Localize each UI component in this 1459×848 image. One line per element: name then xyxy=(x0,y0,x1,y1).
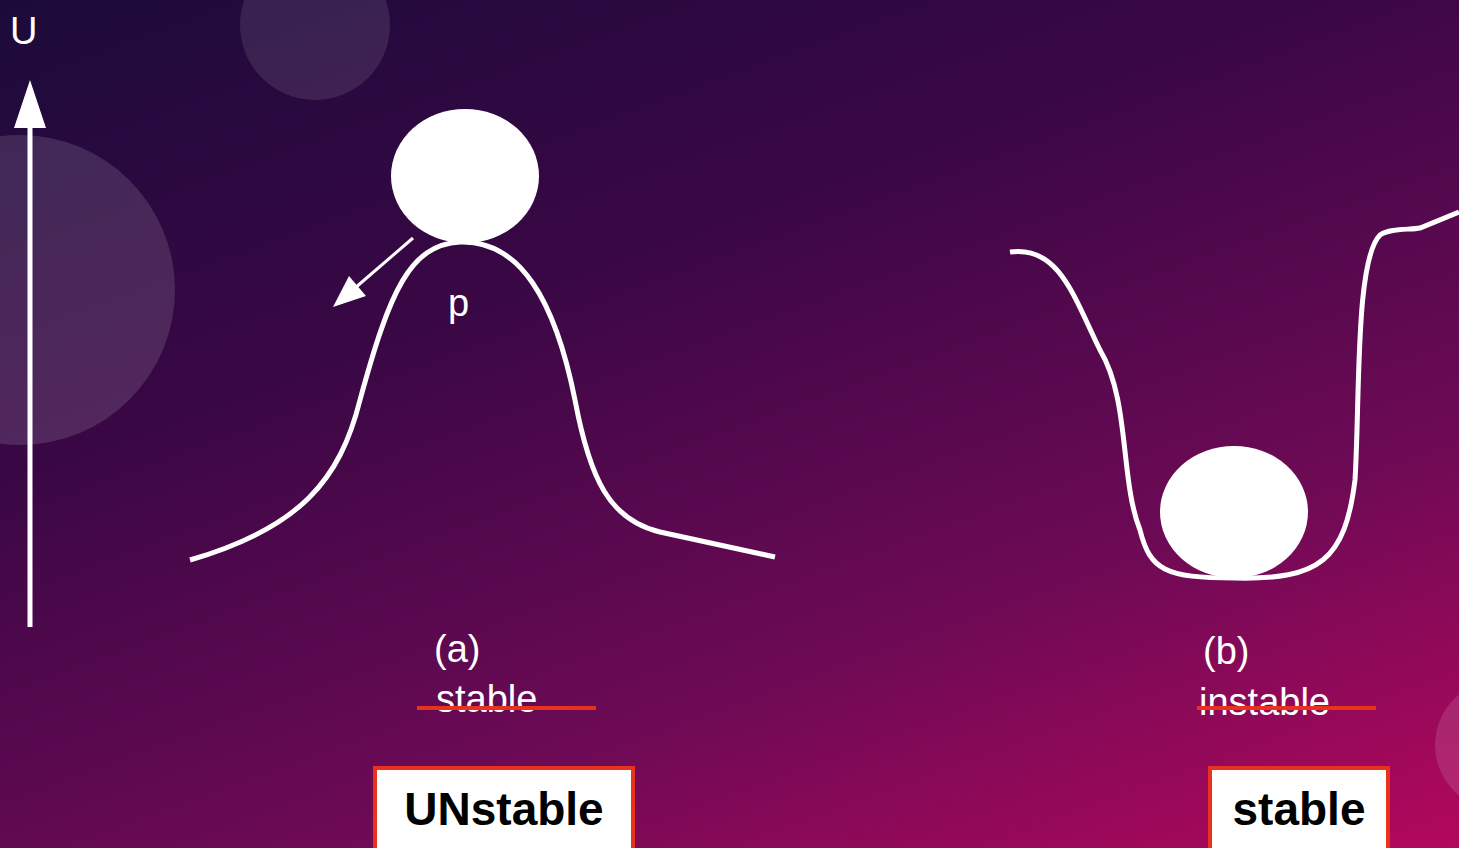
axis-arrowhead xyxy=(14,80,46,128)
verdict-box: stable xyxy=(1208,766,1390,848)
axis-label: U xyxy=(10,12,37,50)
ball xyxy=(391,109,539,243)
struck-label: instable xyxy=(1199,683,1330,721)
motion-arrowhead xyxy=(333,276,366,307)
bokeh-circle xyxy=(240,0,390,100)
verdict-box: UNstable xyxy=(373,766,635,848)
motion-arrow xyxy=(355,238,413,288)
bokeh-circle xyxy=(1435,680,1459,810)
strike-line xyxy=(417,706,596,710)
point-label: p xyxy=(448,284,469,322)
bokeh-circle xyxy=(0,135,175,445)
panel-label: (b) xyxy=(1203,632,1249,670)
potential-hill xyxy=(190,242,775,560)
strike-line xyxy=(1197,706,1376,710)
verdict-text: UNstable xyxy=(404,786,603,832)
axis-line xyxy=(28,120,33,627)
ball xyxy=(1160,446,1308,578)
struck-label: stable xyxy=(436,680,537,718)
panel-label: (a) xyxy=(434,630,480,668)
potential-well xyxy=(1010,212,1459,578)
verdict-text: stable xyxy=(1233,786,1366,832)
